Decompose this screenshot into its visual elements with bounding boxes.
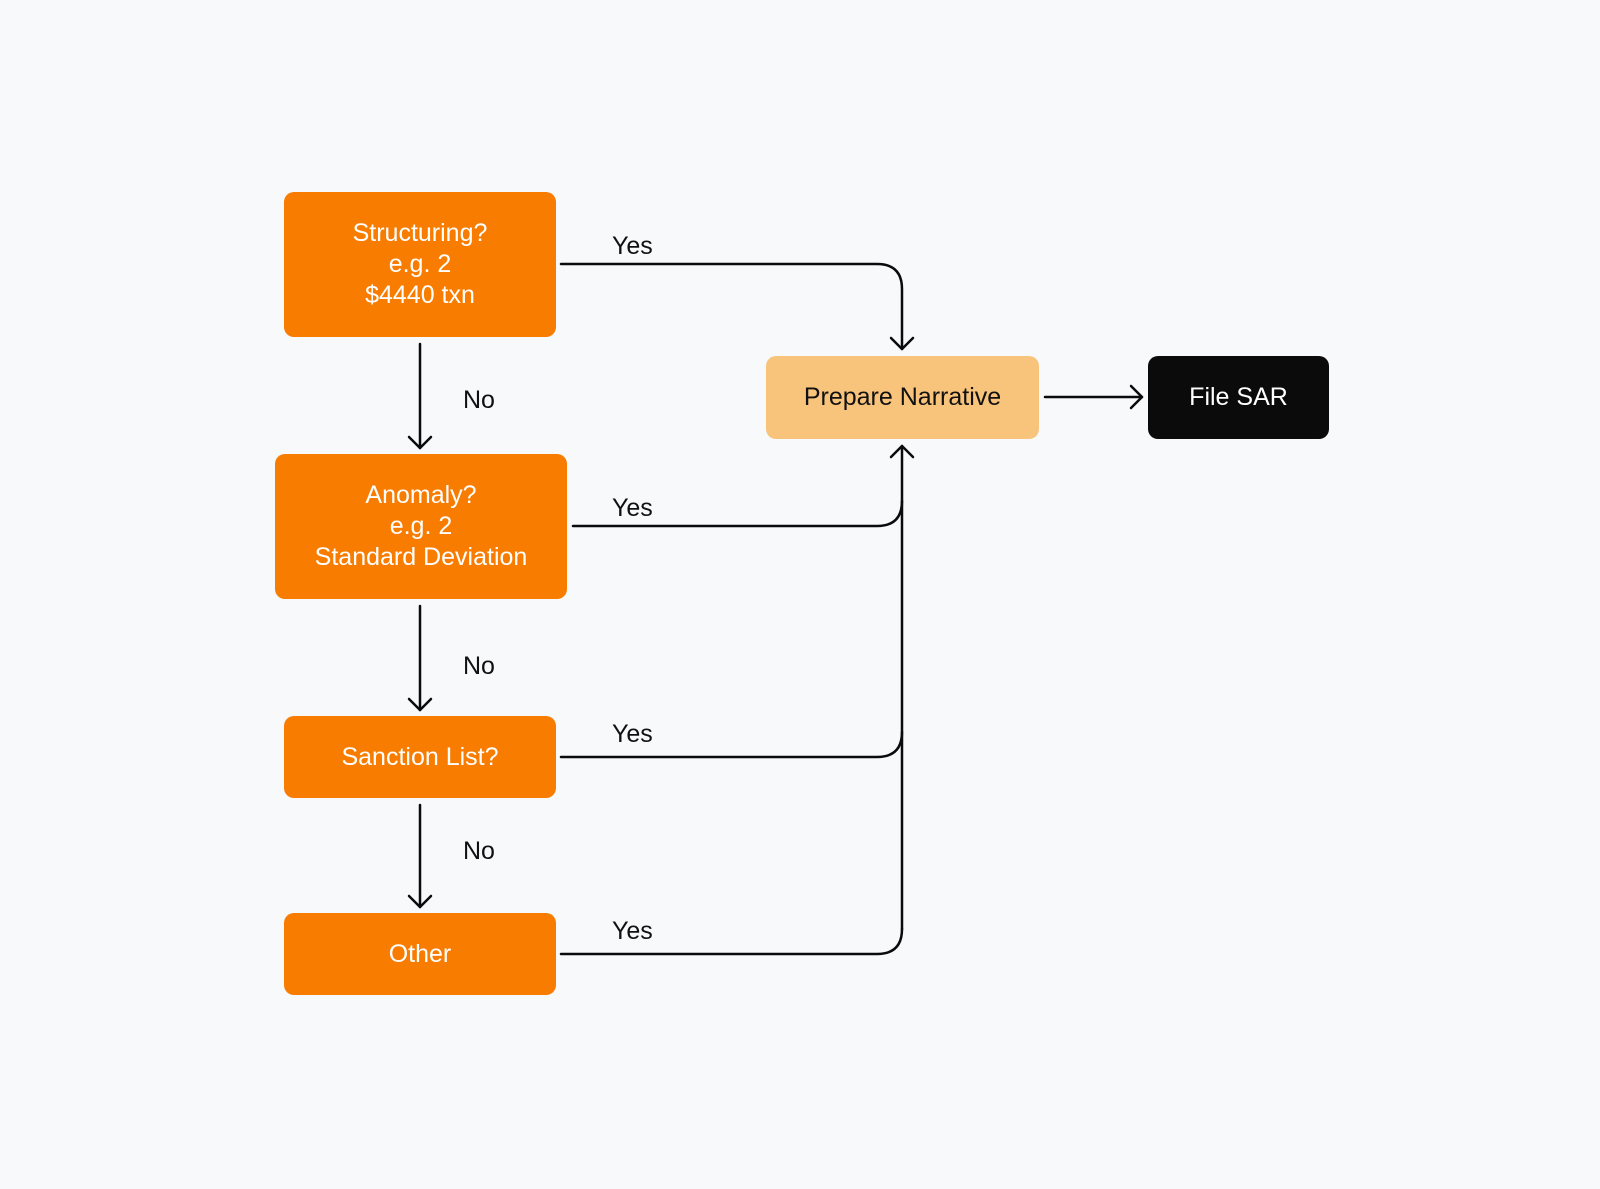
sanction-no-label: No — [463, 837, 495, 865]
edge-structuring-yes — [559, 262, 904, 351]
file-sar-node[interactable]: File SAR — [1148, 356, 1329, 439]
sanction-yes-label: Yes — [612, 720, 653, 748]
structuring-decision-node[interactable]: Structuring? e.g. 2 $4440 txn — [284, 192, 556, 337]
prepare-narrative-node[interactable]: Prepare Narrative — [766, 356, 1039, 439]
sanction-list-decision-node[interactable]: Sanction List? — [284, 716, 556, 798]
structuring-decision-label: Structuring? e.g. 2 $4440 txn — [352, 219, 488, 309]
other-decision-label: Other — [388, 939, 452, 968]
arrowhead-sanction-no — [407, 894, 433, 909]
other-decision-node[interactable]: Other — [284, 913, 556, 995]
anomaly-no-label: No — [463, 652, 495, 680]
anomaly-decision-node[interactable]: Anomaly? e.g. 2 Standard Deviation — [275, 454, 567, 599]
arrowhead-structuring-no — [407, 435, 433, 450]
arrowhead-structuring-yes — [889, 336, 915, 351]
structuring-yes-label: Yes — [612, 232, 653, 260]
arrowhead-trunk — [889, 444, 915, 459]
other-yes-label: Yes — [612, 917, 653, 945]
structuring-no-label: No — [463, 386, 495, 414]
anomaly-yes-label: Yes — [612, 494, 653, 522]
arrowhead-file — [1129, 384, 1144, 410]
arrowhead-anomaly-no — [407, 697, 433, 712]
file-sar-label: File SAR — [1189, 383, 1288, 411]
prepare-narrative-label: Prepare Narrative — [803, 383, 1002, 411]
anomaly-decision-label: Anomaly? e.g. 2 Standard Deviation — [314, 481, 528, 571]
edge-other-yes — [559, 927, 904, 956]
sanction-list-decision-label: Sanction List? — [341, 742, 499, 771]
